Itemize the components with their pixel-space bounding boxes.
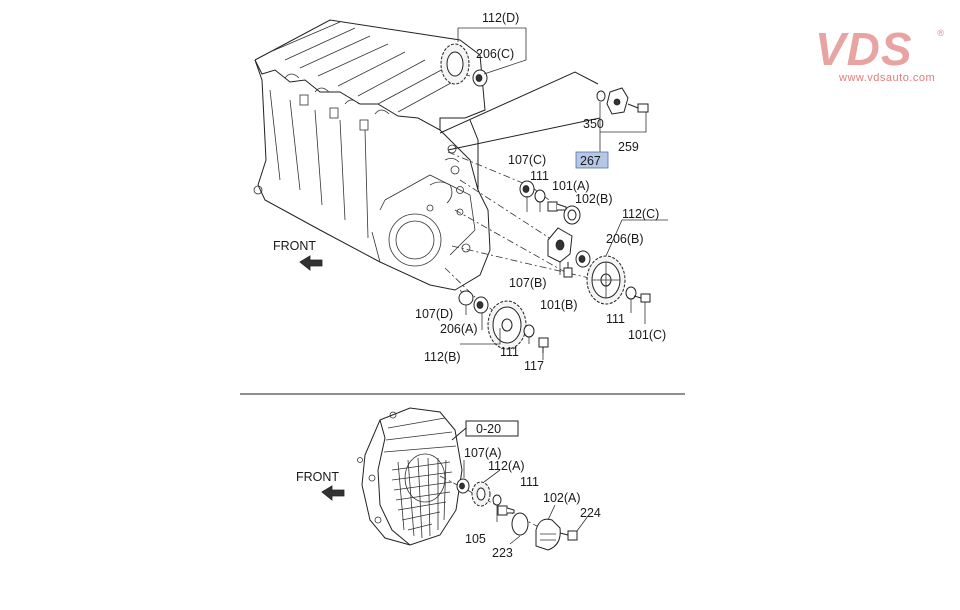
housing-mesh	[391, 457, 453, 539]
lower-callouts: 107(A) 112(A) 111 102(A) 224 105 223 FRO…	[296, 446, 601, 560]
part-101b-bolt	[563, 262, 573, 278]
reference-box-0-20: 0-20	[465, 420, 519, 437]
part-107d-bushing	[458, 290, 474, 306]
front-label-lower: FRONT	[296, 470, 339, 484]
upper-callouts: 112(D) 206(C) 350 259 267 107(C) 111 101…	[273, 11, 666, 373]
part-206b-bushing	[575, 250, 591, 268]
part-105-bolt	[497, 505, 515, 516]
part-206c-bushing	[472, 69, 488, 87]
upper-leader-lines	[457, 27, 668, 360]
callout-107a: 107(A)	[464, 446, 502, 460]
callout-350: 350	[583, 117, 604, 131]
part-259-bolt	[627, 103, 649, 113]
callout-117: 117	[524, 359, 544, 373]
registered-mark: ®	[937, 28, 944, 38]
part-224-bolt	[559, 530, 578, 541]
callout-112d: 112(D)	[482, 11, 519, 25]
callout-111-lower: 111	[520, 475, 539, 489]
part-102b-seal	[563, 205, 581, 225]
callout-112a: 112(A)	[488, 459, 525, 473]
part-111-washer-lower	[492, 494, 502, 506]
reference-label: 0-20	[476, 422, 501, 436]
part-101a-bolt	[547, 201, 567, 212]
part-112b-gear	[487, 300, 527, 350]
callout-224: 224	[580, 506, 601, 520]
callout-101a: 101(A)	[552, 179, 590, 193]
callout-206c: 206(C)	[476, 47, 514, 61]
part-111-washer-c	[523, 324, 535, 338]
part-112d-gear	[440, 43, 470, 85]
callout-206b: 206(B)	[606, 232, 644, 246]
front-arrow-upper	[299, 255, 323, 271]
callout-105: 105	[465, 532, 486, 546]
part-111-washer-a	[534, 189, 546, 203]
callout-101c: 101(C)	[628, 328, 666, 342]
part-112c-gear	[586, 255, 626, 305]
callout-107c: 107(C)	[508, 153, 546, 167]
callout-112b: 112(B)	[424, 350, 461, 364]
part-107c-bushing	[519, 180, 535, 198]
brand-url-link[interactable]: www.vdsauto.com	[839, 72, 936, 84]
part-107b-bracket	[547, 227, 573, 263]
callout-112c: 112(C)	[622, 207, 659, 221]
part-101c-bolt	[633, 293, 651, 303]
callout-267: 267	[580, 154, 601, 168]
callout-259: 259	[618, 140, 639, 154]
lower-assembly-lines	[439, 427, 561, 539]
highlight-box-267	[575, 151, 609, 169]
callout-111-b: 111	[606, 312, 625, 326]
front-label-upper: FRONT	[273, 239, 316, 253]
part-206a-bushing	[473, 296, 489, 314]
callout-206a: 206(A)	[440, 322, 478, 336]
lower-leader-lines	[463, 460, 589, 545]
part-350-oring	[596, 90, 606, 102]
part-267-bracket	[606, 87, 629, 115]
part-107a-bushing	[456, 478, 470, 494]
brand-logo[interactable]: VDS ® www.vdsauto.com	[815, 26, 950, 92]
callout-107d: 107(D)	[415, 307, 453, 321]
callout-107b: 107(B)	[509, 276, 547, 290]
brand-logo-mark: VDS	[815, 23, 913, 75]
callout-101b: 101(B)	[540, 298, 578, 312]
part-117-bolt	[538, 337, 549, 353]
callout-111-c: 111	[500, 345, 519, 359]
part-223-gasket	[511, 512, 529, 536]
front-arrow-lower	[321, 485, 345, 501]
part-112a-gear	[471, 481, 491, 507]
callout-223: 223	[492, 546, 513, 560]
callout-111-a: 111	[530, 169, 549, 183]
part-111-washer-b	[625, 286, 637, 300]
flywheel-housing	[357, 407, 463, 546]
part-102a-cover	[535, 518, 561, 551]
callout-102b: 102(B)	[575, 192, 613, 206]
callout-102a: 102(A)	[543, 491, 581, 505]
engine-block	[253, 19, 491, 291]
